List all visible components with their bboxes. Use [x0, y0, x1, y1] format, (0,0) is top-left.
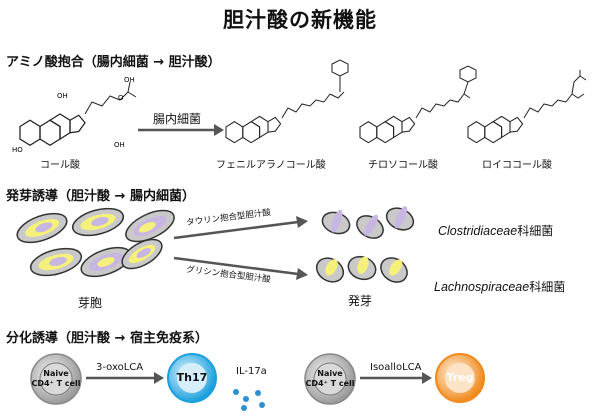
phenylalanocholic-acid-structure	[225, 59, 349, 144]
germinating-cells-upper	[321, 206, 415, 239]
naive-cell-1-line1: Naive	[43, 369, 69, 378]
cholic-acid-structure	[19, 81, 137, 146]
spore-cluster	[16, 207, 175, 278]
taurine-arrow	[173, 220, 299, 240]
glycine-arrow	[173, 256, 299, 276]
il17-dot	[255, 390, 261, 396]
glycine-arrowhead	[296, 268, 308, 280]
section2-heading: 発芽誘導（胆汁酸 → 腸内細菌）	[6, 189, 195, 204]
product-label-3: ロイココール酸	[482, 160, 552, 171]
naive-cell-1-label: Naive CD4⁺ T cell	[26, 369, 86, 389]
oxolca-label: 3-oxoLCA	[96, 362, 144, 373]
cholic-ho-atom: HO	[12, 146, 23, 154]
germinating-cells-lower	[315, 255, 408, 283]
product-label-1: フェニルアラノコール酸	[216, 160, 326, 171]
il17a-label: IL-17a	[236, 366, 267, 377]
th17-label: Th17	[176, 371, 208, 384]
lachnospiraceae-suffix: 科細菌	[529, 280, 566, 294]
il17-dot	[243, 396, 249, 402]
conjugation-arrowhead	[214, 124, 224, 136]
clostridiaceae-suffix: 科細菌	[517, 224, 554, 238]
tyrosocholic-acid-structure	[359, 65, 477, 144]
conjugation-arrow-label: 腸内細菌	[153, 112, 202, 126]
clostridiaceae-label: Clostridiaceae科細菌	[438, 220, 553, 239]
cholic-oh-atom: OH	[114, 141, 125, 149]
il17-dot	[233, 389, 239, 395]
germination-label: 発芽	[348, 294, 373, 308]
product-label-2: チロソコール酸	[368, 160, 438, 171]
cholic-oh-top-atom: OH	[57, 92, 68, 100]
leucocholic-acid-structure	[467, 70, 587, 144]
spore-label: 芽胞	[78, 296, 103, 310]
clostridiaceae-name: Clostridiaceae	[438, 224, 518, 238]
cholic-cooh-oh: OH	[124, 76, 135, 84]
section3-heading: 分化誘導（胆汁酸 → 宿主免疫系）	[6, 331, 208, 346]
source-compound-label: コール酸	[40, 160, 80, 171]
lachnospiraceae-name: Lachnospiraceae	[434, 280, 530, 294]
section1-heading: アミノ酸抱合（腸内細菌 → 胆汁酸）	[6, 55, 221, 70]
naive-cell-2-line1: Naive	[317, 369, 343, 378]
treg-label: Treg	[446, 371, 474, 384]
isoallolca-label: IsoalloLCA	[370, 362, 422, 373]
il17-dot	[259, 402, 265, 408]
il17-dot	[241, 405, 247, 411]
cholic-cooh-o: O	[118, 94, 124, 102]
naive-cell-2-label: Naive CD4⁺ T cell	[300, 369, 360, 389]
lachnospiraceae-label: Lachnospiraceae科細菌	[434, 276, 565, 295]
naive-cell-2-line2: CD4⁺ T cell	[305, 379, 355, 388]
taurine-arrowhead	[296, 216, 308, 228]
page-title: 胆汁酸の新機能	[223, 8, 377, 32]
naive-cell-1-line2: CD4⁺ T cell	[31, 379, 81, 388]
